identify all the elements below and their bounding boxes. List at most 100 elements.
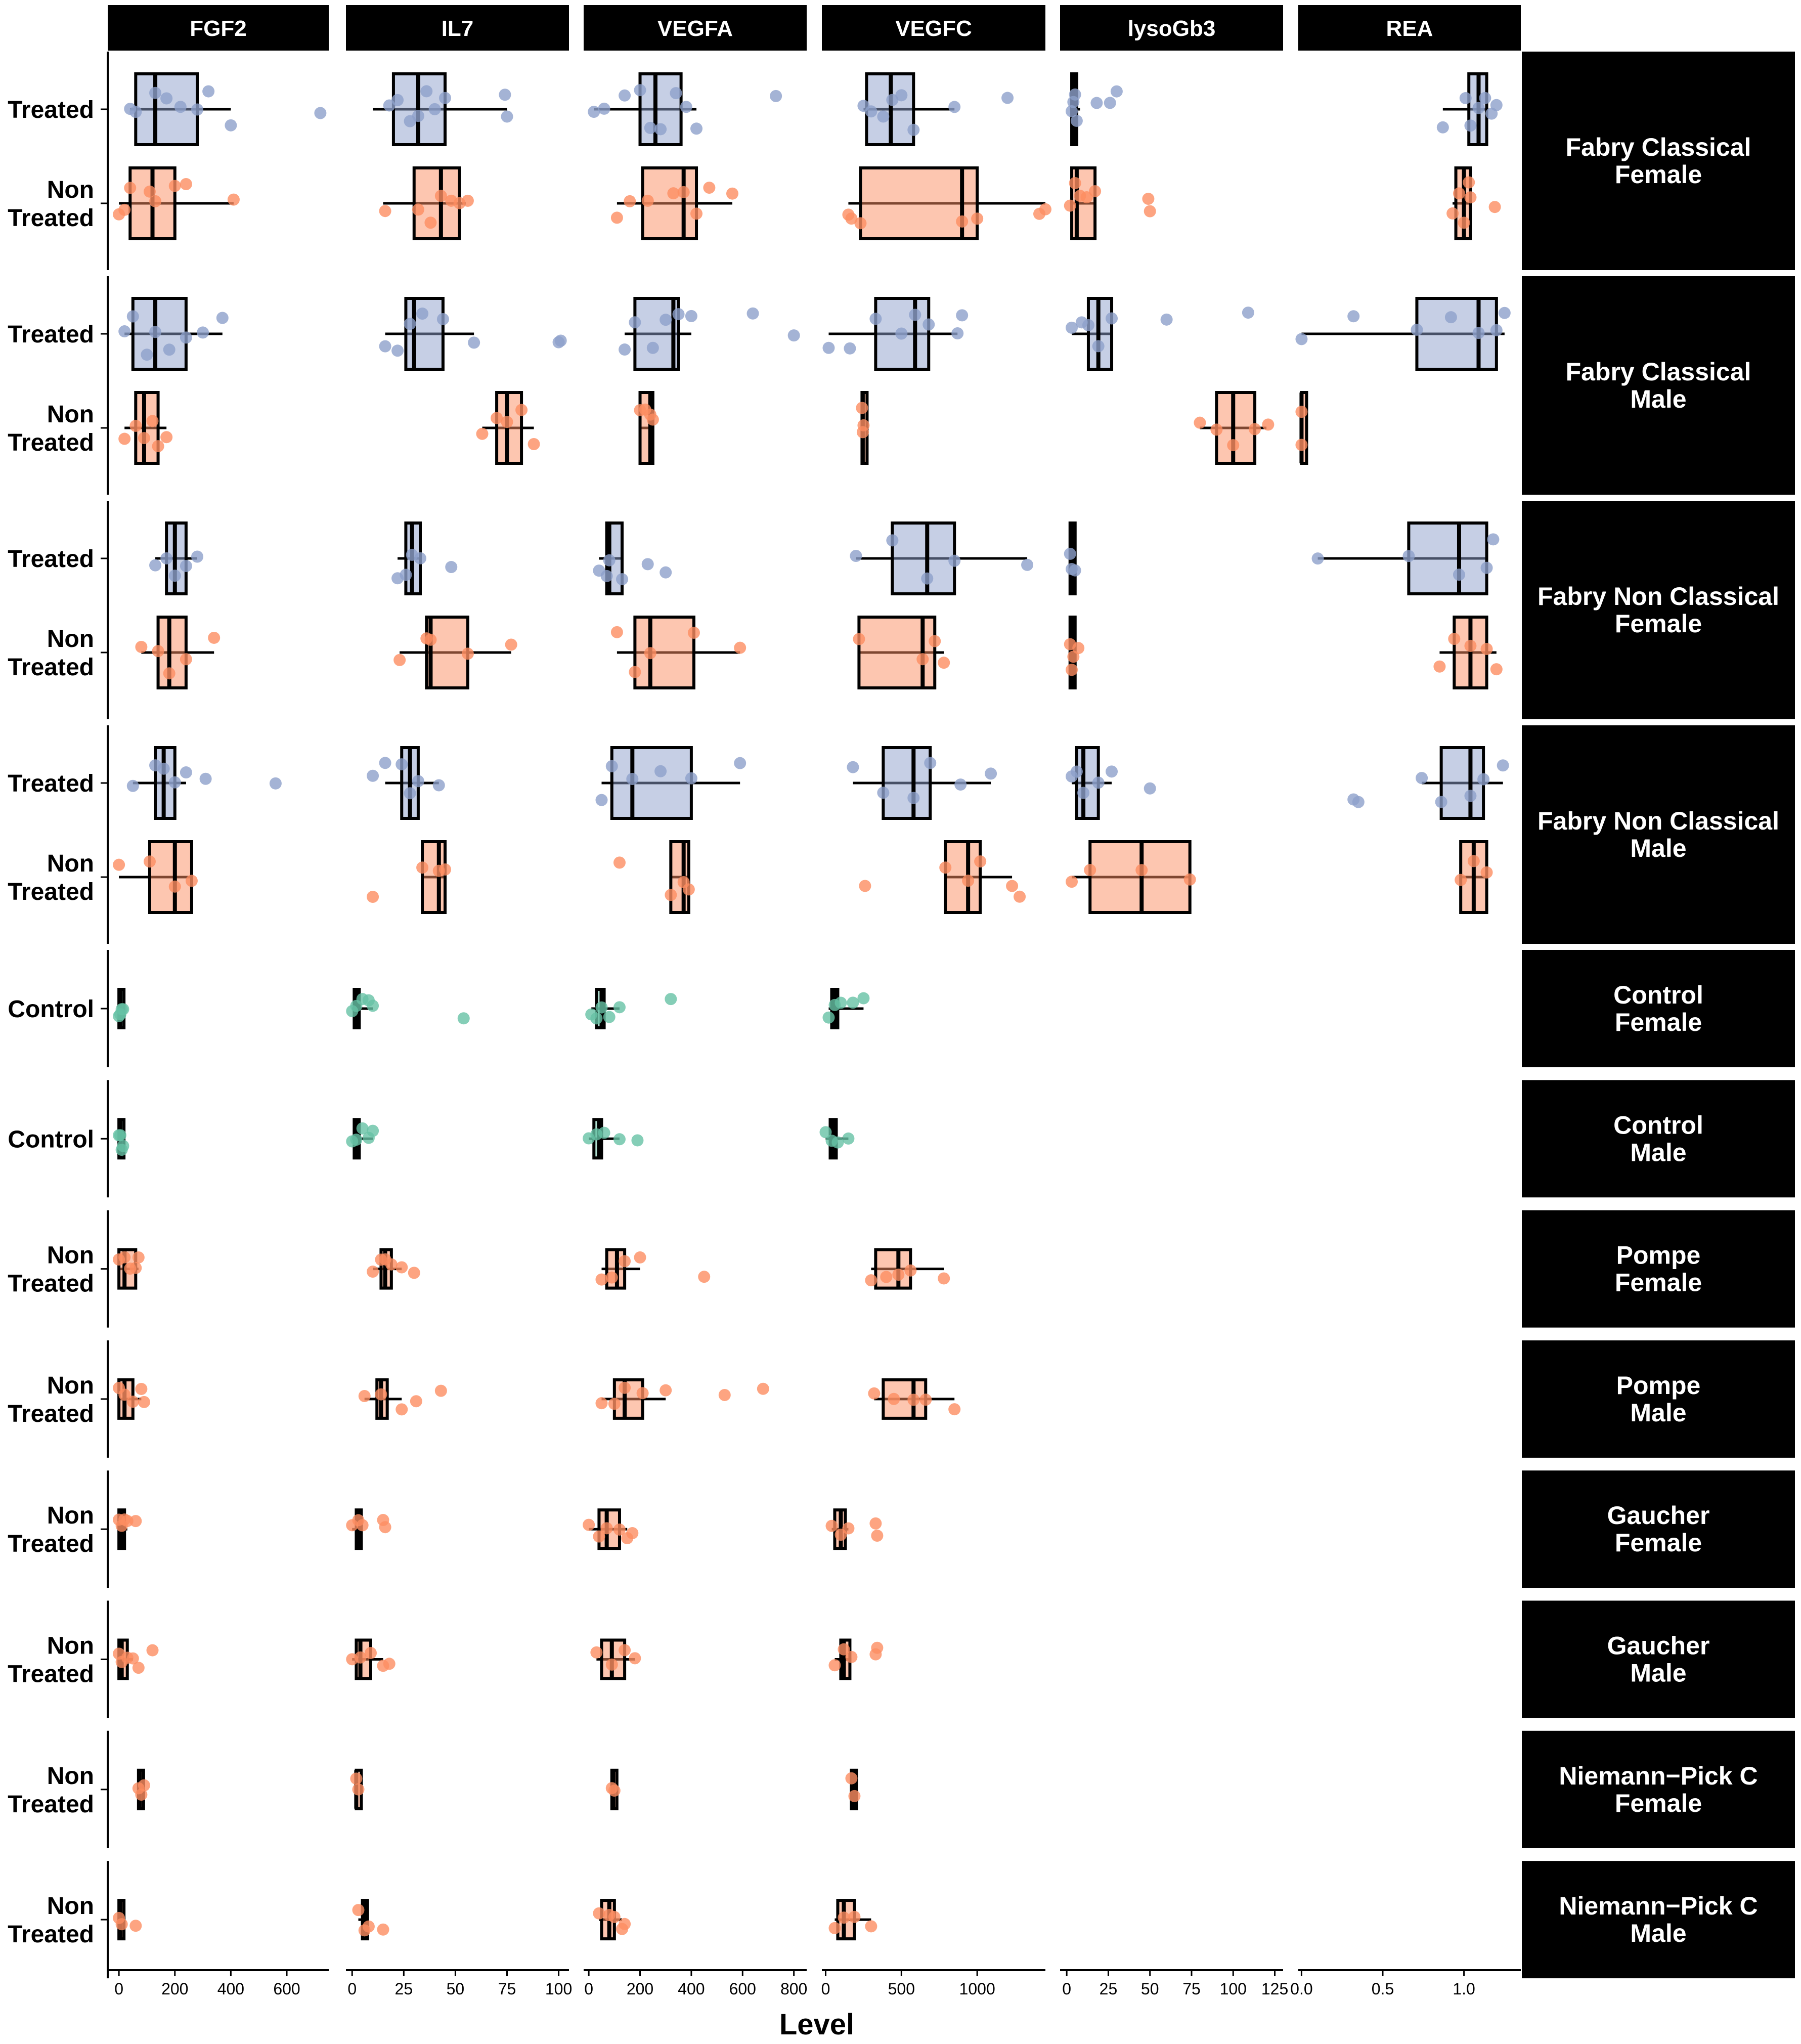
box-vegfa-fabry-non-classical-male-non-treated	[613, 840, 695, 914]
row-strip-niemann-pick-c-male	[1522, 1861, 1795, 1979]
facet-strip-label: lysoGb3	[1128, 16, 1216, 41]
data-point	[408, 1267, 420, 1279]
data-point	[847, 761, 859, 773]
data-point	[626, 1527, 639, 1540]
data-point	[174, 101, 187, 113]
box-rea-fabry-non-classical-male-non-treated	[1455, 840, 1493, 914]
data-point	[909, 309, 921, 321]
data-point	[948, 1403, 961, 1416]
box-vegfc-fabry-non-classical-female-non-treated	[853, 616, 950, 689]
box-vegfc-niemann-pick-c-male-non-treated	[828, 1899, 877, 1941]
data-point	[1090, 97, 1103, 109]
data-point	[379, 340, 391, 353]
data-point	[718, 1388, 731, 1401]
data-point	[1077, 787, 1090, 799]
data-point	[1014, 890, 1026, 903]
row-label-non-treated: Non	[47, 1242, 94, 1269]
x-axis-title: Level	[779, 2008, 854, 2041]
row-label-non-treated: Treated	[8, 205, 94, 232]
row-label-treated: Treated	[8, 97, 94, 123]
data-point	[1455, 874, 1467, 886]
data-point	[202, 85, 215, 98]
x-tick-label: 1000	[959, 1980, 995, 1998]
data-point	[600, 1522, 613, 1535]
x-tick-label: 0.5	[1372, 1980, 1394, 1998]
box-fgf2-fabry-classical-female-treated	[124, 72, 327, 146]
data-point	[971, 212, 984, 225]
data-point	[1080, 191, 1093, 204]
data-point	[412, 775, 424, 788]
data-point	[629, 316, 641, 329]
row-strip-label: Female	[1615, 1789, 1702, 1817]
data-point	[143, 185, 156, 198]
data-point	[129, 419, 142, 432]
data-point	[1490, 324, 1503, 336]
facet-strip-rea	[1298, 5, 1521, 51]
row-strip-label: Fabry Classical	[1566, 358, 1751, 386]
box-lysogb3-fabry-non-classical-female-treated	[1064, 521, 1081, 595]
data-point	[595, 794, 608, 806]
data-point	[377, 1923, 389, 1936]
data-point	[629, 1652, 641, 1665]
row-strip-label: Male	[1630, 1138, 1686, 1166]
box	[944, 840, 982, 914]
row-strip-niemann-pick-c-female	[1522, 1730, 1795, 1848]
data-point	[269, 777, 282, 790]
box	[421, 840, 447, 914]
row-strip-label: Female	[1615, 610, 1702, 638]
row-strip-label: Control	[1613, 1111, 1703, 1139]
x-tick-label: 0	[1062, 1980, 1071, 1998]
data-point	[636, 1387, 649, 1400]
x-tick-label: 400	[678, 1980, 705, 1998]
data-point	[1446, 207, 1459, 220]
row-label-non-treated: Treated	[8, 1401, 94, 1427]
data-point	[595, 1001, 608, 1014]
row-label-non-treated: Non	[47, 1763, 94, 1790]
data-point	[180, 331, 192, 344]
data-point	[350, 1134, 363, 1146]
data-point	[225, 119, 237, 132]
data-point	[868, 1387, 881, 1400]
row-label-non-treated: Non	[47, 626, 94, 653]
data-point	[404, 318, 416, 330]
box-vegfa-fabry-non-classical-male-treated	[595, 746, 746, 820]
data-point	[660, 1384, 672, 1397]
data-point	[698, 1271, 711, 1283]
data-point	[180, 559, 192, 572]
data-point	[1006, 880, 1019, 892]
data-point	[1295, 406, 1308, 418]
row-strip-label: Male	[1630, 1919, 1686, 1947]
box-vegfa-control-female-control	[585, 988, 677, 1029]
data-point	[1488, 201, 1501, 213]
data-point	[1064, 199, 1076, 212]
data-point	[613, 1001, 626, 1014]
data-point	[149, 86, 162, 99]
data-point	[1477, 773, 1490, 786]
data-point	[367, 769, 379, 782]
x-tick-label: 50	[1141, 1980, 1159, 1998]
data-point	[1295, 439, 1308, 451]
data-point	[138, 432, 150, 445]
data-point	[505, 638, 517, 651]
data-point	[583, 1518, 595, 1531]
row-label-non-treated: Non	[47, 1502, 94, 1529]
x-tick-label: 0	[347, 1980, 357, 1998]
data-point	[938, 657, 950, 669]
data-point	[163, 667, 175, 680]
data-point	[845, 1772, 858, 1785]
box-vegfa-gaucher-male-non-treated	[590, 1638, 641, 1680]
data-point	[1069, 177, 1081, 190]
data-point	[598, 1126, 610, 1139]
data-point	[199, 772, 212, 785]
data-point	[1092, 340, 1105, 353]
row-strip-label: Fabry Classical	[1566, 133, 1751, 161]
data-point	[880, 1271, 893, 1283]
box-rea-fabry-classical-male-treated	[1295, 297, 1511, 371]
row-label-non-treated: Treated	[8, 429, 94, 456]
data-point	[985, 767, 997, 780]
data-point	[907, 123, 920, 136]
box-lysogb3-fabry-non-classical-male-non-treated	[1066, 840, 1196, 914]
data-point	[644, 647, 656, 660]
box-fgf2-pompe-female-non-treated	[113, 1248, 145, 1290]
data-point	[160, 431, 173, 444]
